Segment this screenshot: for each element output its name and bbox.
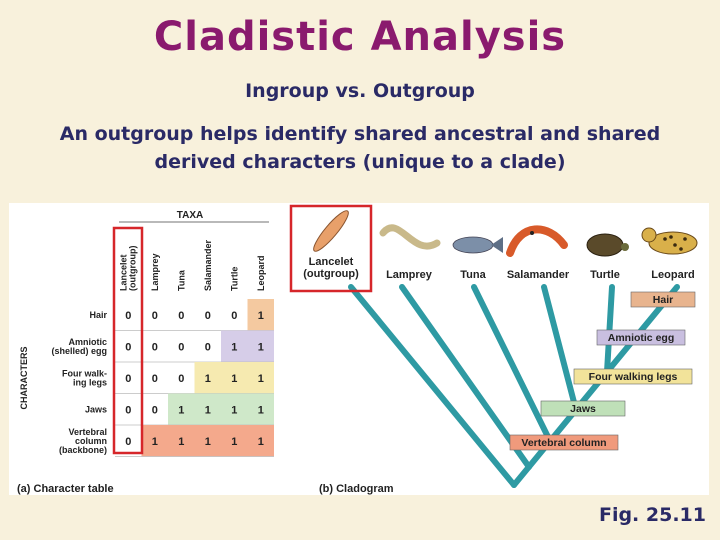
cladogram-taxon-label: Lancelet(outgroup) — [303, 256, 359, 280]
table-cell-value: 0 — [152, 341, 158, 353]
character-table: TAXA CHARACTERS 0 0 0 0 0 1 0 0 0 0 1 1 0 0 0 1 1 1 0 0 1 1 1 1… — [17, 210, 274, 495]
table-row-highlight — [194, 362, 274, 394]
cladogram-character-label: Hair — [653, 294, 673, 306]
table-cell-value: 1 — [205, 373, 211, 385]
table-cell-value: 1 — [258, 310, 264, 322]
cladogram-branch — [604, 284, 615, 375]
outgroup-highlight-box — [289, 204, 373, 293]
table-cell-value: 0 — [125, 436, 131, 448]
cladogram-character-label: Amniotic egg — [608, 332, 675, 344]
table-cells: 0 0 0 0 0 1 0 0 0 0 1 1 0 0 0 1 1 1 0 0 1 1 1 1 0 1 1 1 1 1 — [115, 299, 274, 457]
table-taxon-label: Lamprey — [150, 253, 160, 291]
table-taxon-label: Tuna — [176, 269, 186, 291]
cladogram-character-label: Vertebral column — [521, 437, 606, 449]
table-cell-value: 0 — [152, 373, 158, 385]
cladogram-character-box — [573, 368, 693, 385]
table-row-highlight — [168, 393, 274, 425]
table-taxon-label: Salamander — [203, 239, 213, 291]
cladogram-character-box — [630, 291, 696, 308]
cladogram-character-box — [540, 400, 626, 417]
cladogram-taxon-label: Lamprey — [386, 269, 433, 281]
table-taxon-label: Leopard — [256, 255, 266, 291]
figure-reference: Fig. 25.11 — [598, 504, 706, 526]
table-cell-value: 1 — [152, 436, 158, 448]
tuna-icon — [452, 236, 503, 254]
table-taxon-label: Lancelet(outgroup) — [118, 246, 137, 291]
table-character-label: Four walk-ing legs — [62, 368, 107, 387]
table-cell-value: 1 — [205, 404, 211, 416]
table-cell-value: 0 — [178, 341, 184, 353]
table-cell-value: 0 — [152, 404, 158, 416]
table-row-highlight — [221, 330, 274, 362]
table-character-label: Hair — [89, 310, 107, 320]
cladogram-taxon-label: Turtle — [590, 269, 620, 281]
figure-svg: TAXA CHARACTERS 0 0 0 0 0 1 0 0 0 0 1 1 0 0 0 1 1 1 0 0 1 1 1 1… — [17, 204, 698, 495]
table-cell-value: 1 — [178, 436, 184, 448]
cladogram-branch — [399, 284, 532, 470]
table-cell-value: 1 — [178, 404, 184, 416]
outgroup-highlight-column — [112, 226, 144, 455]
turtle-icon — [586, 233, 629, 257]
table-taxon-label: Turtle — [229, 267, 239, 291]
cladogram-taxon-label: Leopard — [651, 269, 694, 281]
lamprey-icon — [379, 224, 441, 250]
table-cell-value: 0 — [125, 341, 131, 353]
cladogram-trunk — [348, 284, 517, 488]
table-cell-value: 0 — [178, 373, 184, 385]
table-cell-value: 0 — [178, 310, 184, 322]
lancelet-icon — [313, 210, 349, 252]
cladogram-branch — [541, 284, 579, 413]
cladogram-character-box — [596, 329, 686, 346]
table-row-highlight — [141, 425, 274, 457]
table-caption: (a) Character table — [17, 483, 114, 495]
salamander-icon — [506, 225, 568, 257]
table-row-highlight — [247, 299, 274, 331]
leopard-icon — [641, 227, 698, 255]
cladogram-taxon-label: Salamander — [507, 269, 570, 281]
cladogram-character-box — [509, 434, 619, 451]
table-cell-value: 1 — [231, 404, 237, 416]
table-character-label: Jaws — [85, 404, 107, 414]
table-cell-value: 1 — [258, 404, 264, 416]
table-cell-value: 1 — [231, 373, 237, 385]
page-subtitle: Ingroup vs. Outgroup — [245, 80, 475, 102]
table-cell-value: 0 — [205, 341, 211, 353]
page-title: Cladistic Analysis — [153, 14, 567, 60]
table-cell-value: 1 — [258, 341, 264, 353]
table-cell-value: 0 — [205, 310, 211, 322]
cladogram-taxon-label: Tuna — [460, 269, 486, 281]
table-cell-value: 1 — [231, 436, 237, 448]
table-cell-value: 0 — [125, 373, 131, 385]
table-cell-value: 1 — [258, 436, 264, 448]
table-cell-value: 1 — [231, 341, 237, 353]
cladogram-character-label: Four walking legs — [589, 371, 678, 383]
table-cell-value: 0 — [125, 310, 131, 322]
cladogram-spine — [511, 284, 680, 488]
cladogram-character-label: Jaws — [570, 403, 596, 415]
table-character-label: Amniotic(shelled) egg — [51, 337, 107, 356]
table-cell-value: 0 — [231, 310, 237, 322]
cladogram-branches — [348, 284, 680, 488]
characters-header: CHARACTERS — [19, 347, 29, 410]
table-cell-value: 1 — [258, 373, 264, 385]
table-cell-value: 0 — [125, 404, 131, 416]
cladogram-taxa: Lancelet(outgroup) Lamprey Tuna Salamander T… — [303, 210, 698, 281]
table-cell-value: 0 — [152, 310, 158, 322]
description-text: An outgroup helps identify shared ancest… — [59, 123, 661, 173]
figure-panel: TAXA CHARACTERS 0 0 0 0 0 1 0 0 0 0 1 1 0 0 0 1 1 1 0 0 1 1 1 1… — [9, 203, 709, 495]
cladogram-caption: (b) Cladogram — [319, 483, 394, 495]
cladogram-branch — [471, 284, 553, 444]
taxa-header: TAXA — [177, 210, 203, 221]
table-cell-value: 1 — [205, 436, 211, 448]
